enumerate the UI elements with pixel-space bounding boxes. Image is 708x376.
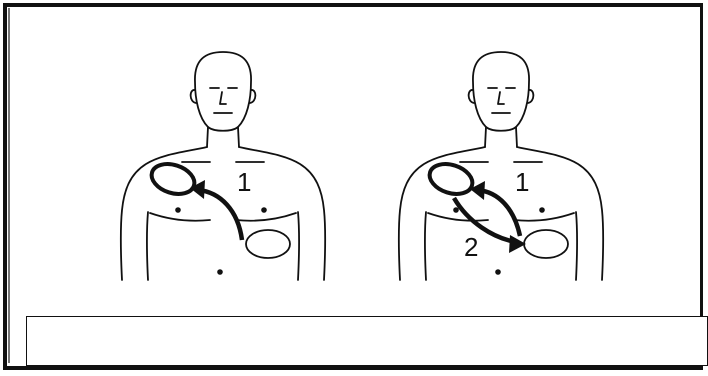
step-label-1: 1 (515, 167, 529, 197)
torso-figure-step-1: 1 (110, 40, 340, 300)
torso-figure-step-2: 1 2 (388, 40, 618, 300)
move-arrow (198, 190, 242, 240)
original-pad-position (246, 230, 290, 258)
head-outline (195, 52, 251, 131)
step-label-2: 2 (464, 232, 478, 262)
frame-inner-line (8, 8, 10, 363)
new-pad-position (148, 159, 198, 199)
caption-box (26, 316, 708, 366)
step-label-1: 1 (237, 167, 251, 197)
